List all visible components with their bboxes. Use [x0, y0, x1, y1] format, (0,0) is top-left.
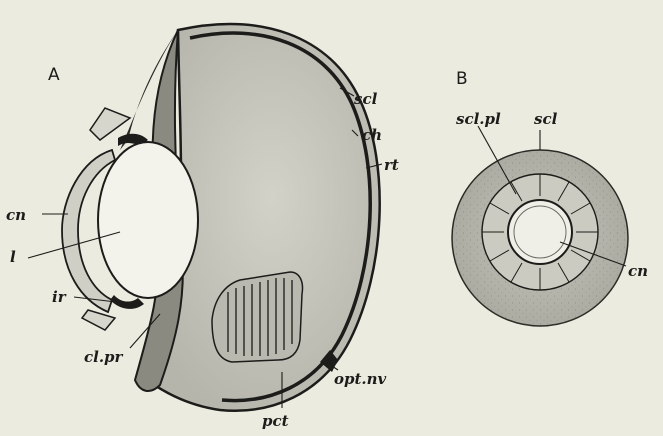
label-ch: ch: [362, 126, 382, 144]
label-opt-nv: opt.nv: [334, 370, 387, 388]
label-cn-a: cn: [6, 206, 26, 224]
label-cl-pr: cl.pr: [84, 348, 124, 366]
label-rt: rt: [384, 156, 399, 174]
lens: [98, 142, 198, 298]
label-ir: ir: [52, 288, 67, 306]
upper-lid: [90, 108, 130, 140]
label-l: l: [10, 248, 16, 266]
label-pct: pct: [262, 412, 289, 430]
label-scl-b: scl: [534, 110, 558, 128]
panel-label-a: A: [48, 65, 60, 85]
label-cn-b: cn: [628, 262, 648, 280]
label-scl-a: scl: [354, 90, 378, 108]
panel-b-sclerotic-ring: [452, 150, 628, 326]
label-scl-pl: scl.pl: [456, 110, 501, 128]
cornea-ring-outer: [508, 200, 572, 264]
panel-label-b: B: [456, 69, 468, 89]
lower-lid: [82, 310, 115, 330]
